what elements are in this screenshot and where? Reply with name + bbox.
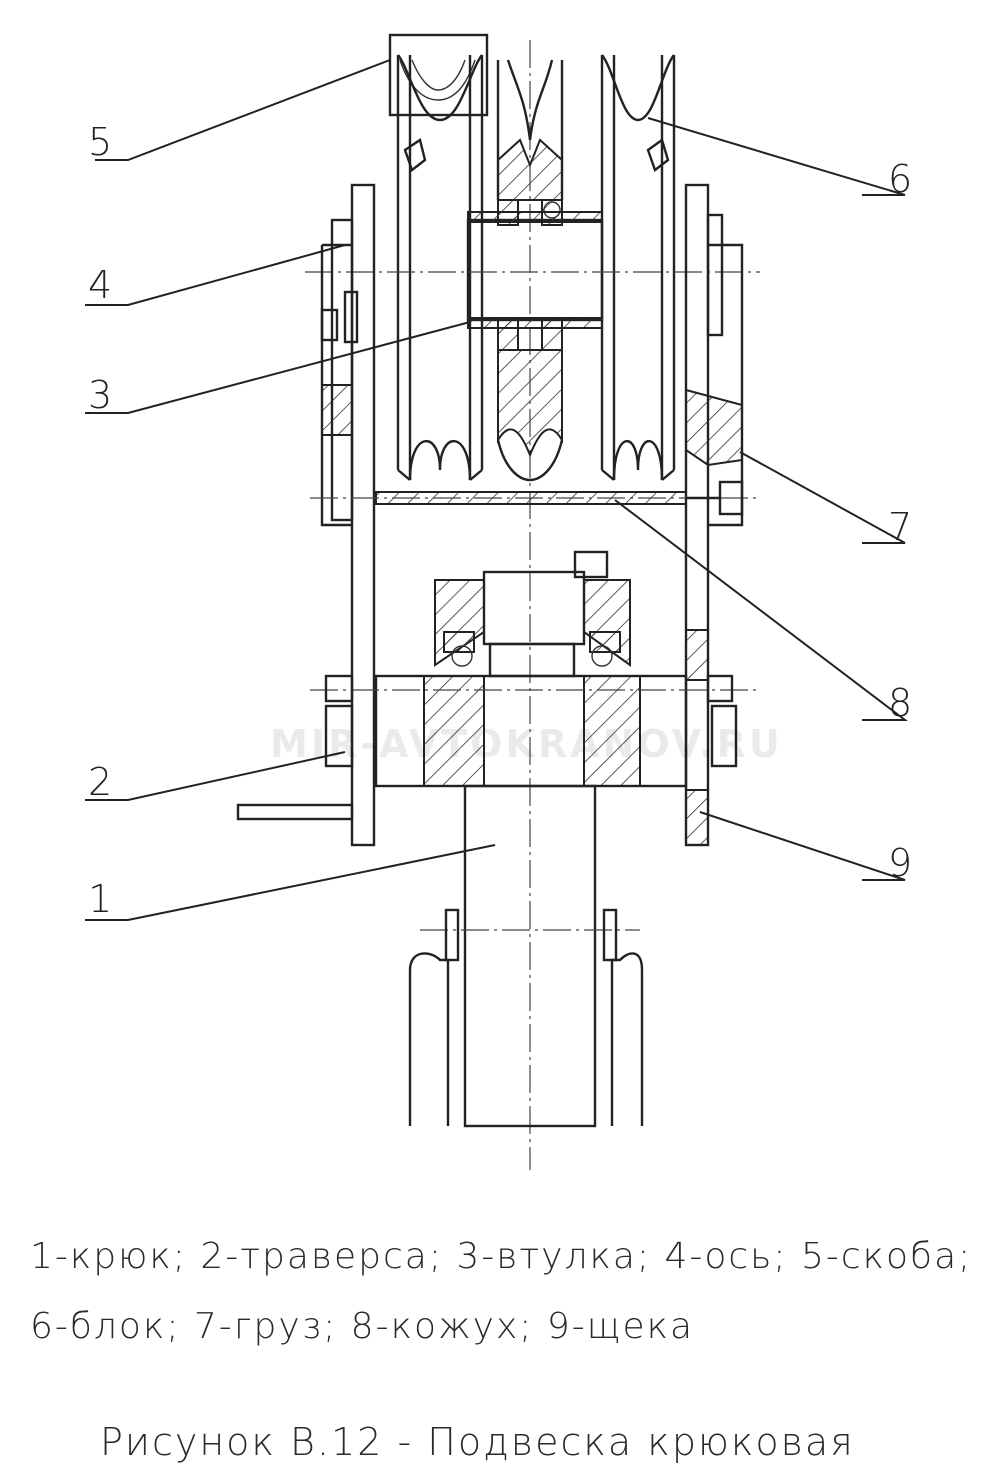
callout-6: 6: [888, 157, 912, 201]
axle: [305, 211, 760, 329]
callout-3: 3: [88, 373, 112, 417]
legend-line-1: 1-крюк; 2-траверса; 3-втулка; 4-ось; 5-с…: [30, 1236, 973, 1277]
callout-7: 7: [888, 505, 912, 549]
callout-1: 1: [88, 877, 112, 921]
legend-line-2: 6-блок; 7-груз; 8-кожух; 9-щека: [30, 1306, 695, 1347]
traverse: [236, 674, 760, 821]
sheave-left: [396, 54, 484, 481]
figure-caption: Рисунок В.12 - Подвеска крюковая: [100, 1420, 855, 1464]
callout-5: 5: [88, 120, 112, 164]
callout-4: 4: [88, 263, 112, 307]
casing: [310, 480, 760, 516]
hook: [408, 784, 644, 1128]
shackle: [388, 33, 670, 172]
watermark: MIR-AVTOKRANOV.RU: [270, 722, 783, 766]
callout-8: 8: [888, 681, 912, 725]
bearing-housing: [434, 550, 631, 678]
cheek-right: [684, 183, 744, 847]
callout-2: 2: [88, 760, 112, 804]
sheave-right: [600, 54, 676, 481]
leader-lines: [85, 59, 908, 921]
cheek-left: [320, 183, 376, 847]
callout-9: 9: [888, 841, 912, 885]
